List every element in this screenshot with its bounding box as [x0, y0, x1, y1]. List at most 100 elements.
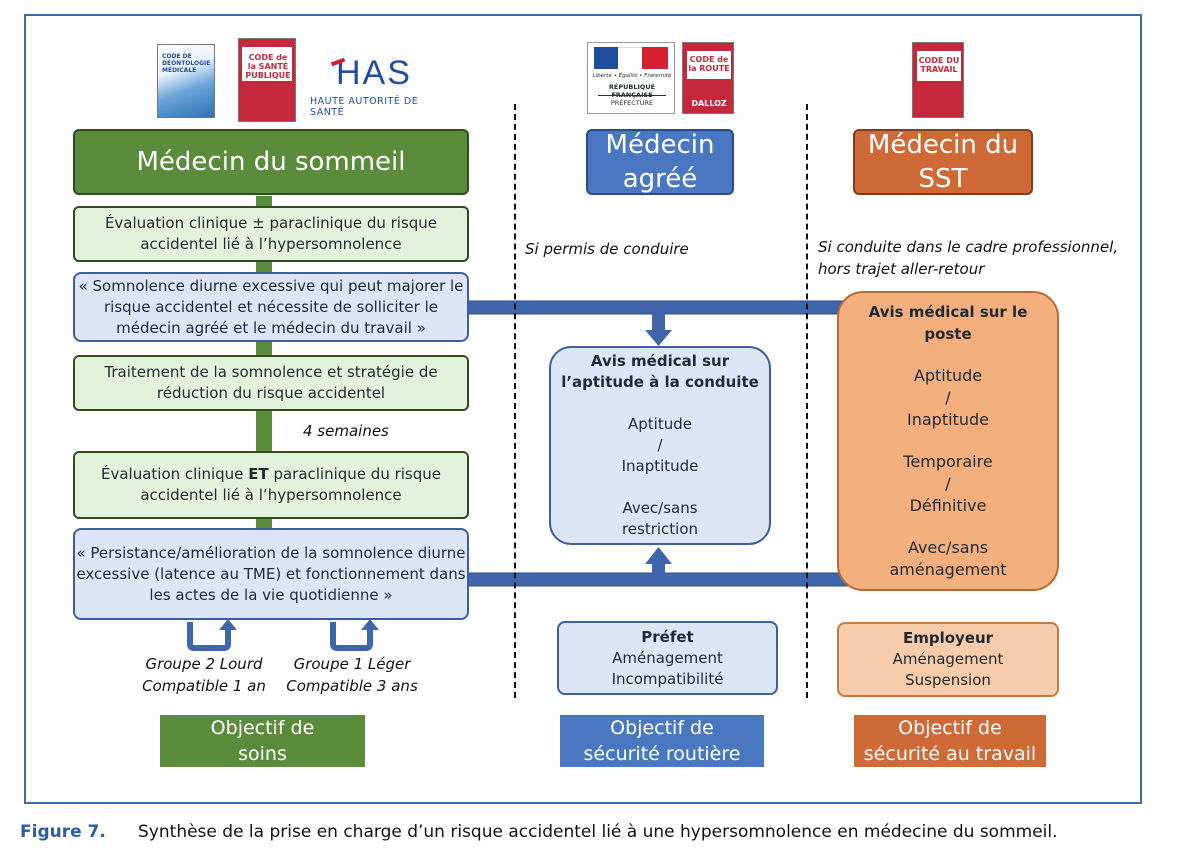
objectif-soins: Objectif de soins [160, 715, 365, 767]
rf-sub: PRÉFECTURE [610, 99, 654, 107]
group2-arrow [187, 622, 231, 651]
avis-poste-temporaire: Temporaire [903, 452, 993, 471]
box5-line1: « Persistance/amélioration de la somnole… [76, 543, 466, 562]
down-arrow-shaft [652, 313, 665, 333]
avis-conduite-slash: / [657, 436, 663, 454]
box-employeur: Employeur Aménagement Suspension [837, 622, 1059, 697]
has-logo-icon: HAS [336, 54, 412, 92]
objectif-travail-line2: sécurité au travail [863, 743, 1037, 765]
objectif-routiere-line2: sécurité routière [583, 743, 741, 765]
group2-label: Groupe 2 Lourd Compatible 1 an [130, 653, 278, 697]
caption-text: Synthèse de la prise en charge d’un risq… [138, 822, 1058, 842]
condition-professionnel: Si conduite dans le cadre professionnel,… [818, 236, 1118, 280]
box5-line2: excessive (latence au TME) et fonctionne… [76, 564, 466, 583]
avis-poste-amenagement-line1: Avec/sans [907, 538, 989, 557]
box3-line2: réduction du risque accidentel [156, 384, 386, 402]
rf-motto: Liberté • Égalité • Fraternité [592, 73, 672, 79]
box4-line1: Évaluation clinique ET paraclinique du r… [100, 465, 441, 483]
book-deontologie-title: CODE DE DÉONTOLOGIE MÉDICALE [162, 53, 211, 74]
book-sante-publique-icon: CODE de la SANTÉ PUBLIQUE [238, 38, 296, 122]
box-prefet: Préfet Aménagement Incompatibilité [557, 621, 778, 695]
group1-arrow-head [361, 619, 379, 630]
box5-line3: les actes de la vie quotidienne » [149, 585, 393, 604]
objectif-soins-line2: soins [238, 743, 287, 765]
group1-arrow [330, 622, 373, 651]
header-agree-line2: agréé [622, 164, 698, 194]
book-sante-publique-title: CODE de la SANTÉ PUBLIQUE [245, 53, 291, 80]
avis-conduite-restriction-line1: Avec/sans [622, 499, 698, 517]
weeks-label: 4 semaines [303, 422, 389, 440]
rf-title: RÉPUBLIQUE FRANÇAISE [608, 83, 656, 99]
group1-label: Groupe 1 Léger Compatible 3 ans [278, 653, 426, 697]
group2-line1: Groupe 2 Lourd [145, 655, 263, 673]
group1-line1: Groupe 1 Léger [293, 655, 411, 673]
avis-poste-inaptitude: Inaptitude [907, 410, 989, 429]
employeur-title: Employeur [902, 629, 994, 647]
republique-francaise-logo: Liberté • Égalité • Fraternité RÉPUBLIQU… [587, 42, 675, 114]
separator-right [806, 104, 808, 698]
avis-conduite-restriction-line2: restriction [621, 520, 699, 538]
avis-conduite-inaptitude: Inaptitude [621, 457, 699, 475]
header-medecin-agree: Médecin agréé [586, 129, 734, 195]
book-deontologie-icon: CODE DE DÉONTOLOGIE MÉDICALE [157, 44, 215, 118]
box-avis-poste: Avis médical sur le poste Aptitude / Ina… [837, 291, 1059, 591]
up-arrow-head [645, 547, 672, 564]
box1-line1: Évaluation clinique ± paraclinique du ri… [104, 214, 438, 232]
avis-poste-title-line2: poste [924, 325, 972, 343]
box-avis-aptitude-conduite: Avis médical sur l’aptitude à la conduit… [549, 346, 771, 545]
avis-poste-slash2: / [945, 474, 951, 493]
box-persistance: « Persistance/amélioration de la somnole… [73, 528, 469, 620]
employeur-line1: Aménagement [892, 650, 1004, 668]
down-arrow-head [645, 330, 672, 346]
header-medecin-sommeil: Médecin du sommeil [73, 129, 469, 195]
box2-line3: médecin agréé et le médecin du travail » [116, 318, 426, 337]
box4-line2: accidentel lié à l’hypersomnolence [140, 486, 402, 504]
header-agree-line1: Médecin [605, 130, 715, 160]
objectif-travail-line1: Objectif de [898, 717, 1002, 739]
book-code-route-title: CODE de la ROUTE [688, 55, 730, 73]
figure-frame [24, 14, 1142, 804]
avis-poste-aptitude: Aptitude [913, 366, 983, 385]
book-code-route-brand: DALLOZ [691, 99, 727, 108]
avis-poste-title-line1: Avis médical sur le [868, 303, 1028, 321]
figure-caption: Figure 7. Synthèse de la prise en charge… [20, 822, 1190, 842]
header-sst-line1: Médecin du [867, 130, 1019, 160]
box-evaluation-initiale: Évaluation clinique ± paraclinique du ri… [73, 206, 469, 262]
condition-permis: Si permis de conduire [525, 240, 689, 258]
separator-left [514, 104, 516, 698]
condition-pro-line1: Si conduite dans le cadre professionnel, [818, 238, 1119, 256]
objectif-routiere-line1: Objectif de [610, 717, 714, 739]
avis-conduite-title-line1: Avis médical sur [590, 352, 730, 370]
avis-poste-amenagement-line2: aménagement [889, 560, 1007, 579]
has-logo-text: HAUTE AUTORITÉ DE SANTÉ [310, 96, 419, 118]
avis-conduite-aptitude: Aptitude [628, 415, 692, 433]
employeur-line2: Suspension [905, 671, 991, 689]
objectif-securite-travail: Objectif de sécurité au travail [854, 715, 1046, 767]
header-medecin-sst: Médecin du SST [853, 129, 1033, 195]
book-code-route-icon: CODE de la ROUTE DALLOZ [682, 42, 734, 114]
prefet-line1: Aménagement [612, 648, 723, 667]
upper-horizontal-connector [467, 300, 849, 315]
avis-conduite-title-line2: l’aptitude à la conduite [561, 373, 759, 391]
header-sst-line2: SST [918, 164, 968, 194]
group2-arrow-head [219, 619, 237, 630]
box2-line2: risque accidentel et nécessite de sollic… [104, 297, 438, 316]
group2-line2: Compatible 1 an [142, 677, 266, 695]
header-medecin-sommeil-label: Médecin du sommeil [136, 147, 406, 177]
book-code-travail-icon: CODE DU TRAVAIL [912, 42, 964, 118]
lower-horizontal-connector [467, 572, 849, 587]
caption-label: Figure 7. [20, 822, 106, 842]
box-evaluation-controle: Évaluation clinique ET paraclinique du r… [73, 451, 469, 519]
book-code-travail-title: CODE DU TRAVAIL [918, 56, 960, 74]
prefet-title: Préfet [641, 627, 694, 646]
prefet-line2: Incompatibilité [611, 669, 724, 688]
up-arrow-shaft [652, 562, 665, 574]
avis-poste-slash1: / [945, 388, 951, 407]
box2-line1: « Somnolence diurne excessive qui peut m… [78, 276, 464, 295]
box-somnolence-excessive: « Somnolence diurne excessive qui peut m… [73, 272, 469, 342]
group1-line2: Compatible 3 ans [286, 677, 418, 695]
box3-line1: Traitement de la somnolence et stratégie… [104, 363, 438, 381]
box-traitement: Traitement de la somnolence et stratégie… [73, 355, 469, 411]
condition-pro-line2: hors trajet aller-retour [818, 260, 985, 278]
box1-line2: accidentel lié à l’hypersomnolence [140, 235, 402, 253]
